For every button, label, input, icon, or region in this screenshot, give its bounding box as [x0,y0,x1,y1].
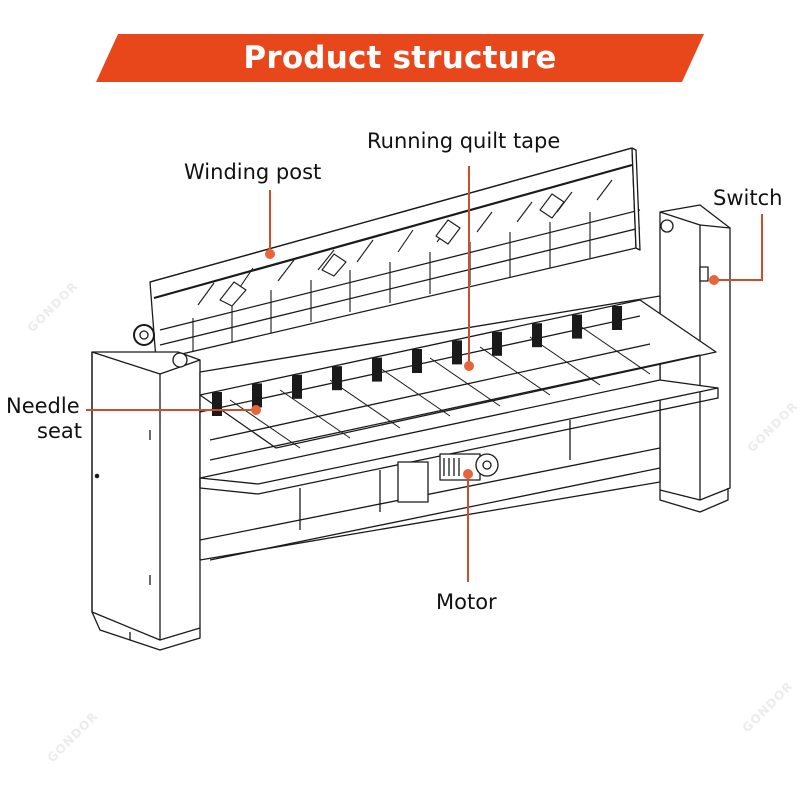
dot-needle-seat [251,405,261,415]
needle-seat-block [292,374,302,399]
needle-seats [212,306,622,416]
dot-motor [463,469,473,479]
left-cabinet [91,351,201,651]
winding-posts [192,179,613,352]
needle-seat-block [212,392,222,416]
banner-shape [96,34,704,82]
label-needle-seat-line1: Needle [6,394,80,418]
dot-switch [709,275,719,285]
needle-seat-block [532,323,542,348]
dot-winding-post [265,249,275,259]
needle-seat-block [452,340,462,365]
label-motor: Motor [436,590,497,614]
needle-seat-block [252,383,262,408]
label-running-quilt-tape: Running quilt tape [367,129,561,153]
needle-seat-block [332,366,342,391]
needle-seat-block [492,331,502,356]
title-banner: Product structure [96,34,704,82]
page-title: Product structure [243,40,557,76]
label-needle-seat-line2: seat [37,419,82,443]
label-switch: Switch [713,186,783,210]
leader-switch [714,214,763,281]
motor-drawing [397,453,499,503]
needle-seat-block [572,314,582,339]
needle-seat-block [412,349,422,373]
needle-seat-block [372,357,382,382]
label-winding-post: Winding post [184,160,322,184]
dot-running-quilt-tape [464,361,474,371]
needle-seat-block [612,306,622,330]
